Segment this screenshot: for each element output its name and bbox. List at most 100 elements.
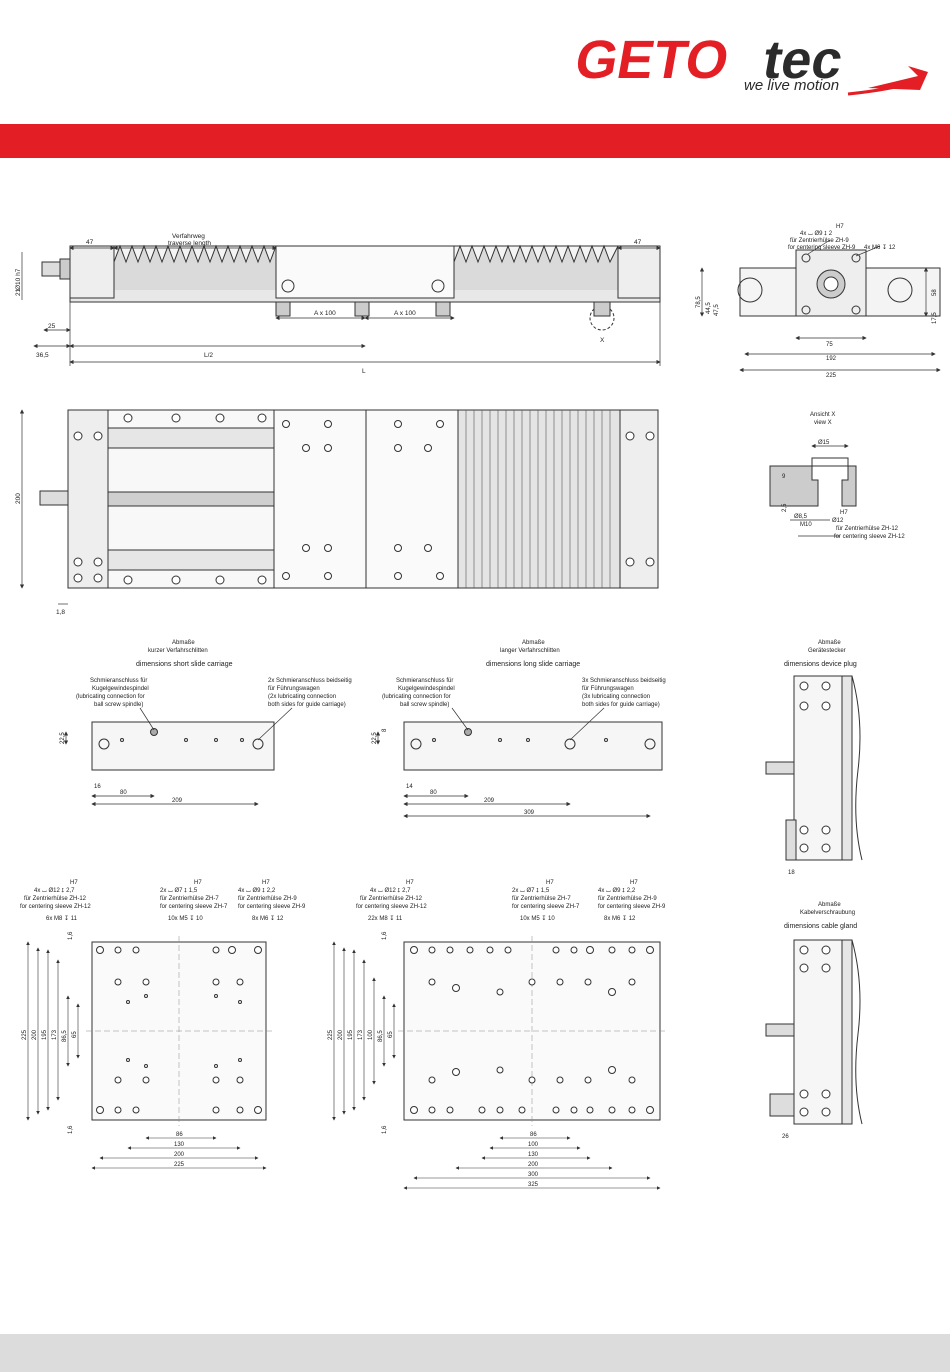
splate-n3-b: für Zentrierhülse ZH-7 — [160, 896, 219, 902]
dim-78-5: 78,5 — [696, 296, 702, 308]
splate-n6: 8x M6 ↧ 12 — [252, 915, 284, 922]
splate-v1-6a: 1,6 — [68, 931, 74, 940]
lplate-n5-a: 4x ⌴ Ø9 ↧ 2,2 — [598, 887, 636, 894]
bellows-label-de: Verfahrweg — [172, 233, 205, 240]
long-d209: 209 — [484, 798, 495, 804]
short-n2-c: (2x lubricating connection — [268, 694, 336, 700]
short-title-de1: Abmaße — [172, 640, 195, 646]
detail-d9: 9 — [782, 474, 786, 480]
logo-geto-text: GETO — [571, 29, 734, 90]
splate-n5-a: 4x ⌴ Ø9 ↧ 2,2 — [238, 887, 276, 894]
lplate-h325: 325 — [528, 1182, 539, 1188]
lplate-v65: 65 — [388, 1031, 394, 1038]
splate-v195: 195 — [42, 1029, 48, 1040]
long-d309: 309 — [524, 810, 535, 816]
plan-dim-1-8: 1,8 — [56, 609, 65, 616]
lplate-n6: 8x M6 ↧ 12 — [604, 915, 636, 922]
short-plate-holes — [96, 946, 262, 1114]
long-n1-c: (lubricating connection for — [382, 694, 451, 700]
long-d8: 8 — [382, 728, 388, 732]
lplate-n3-b: für Zentrierhülse ZH-7 — [512, 896, 571, 902]
lplate-h86: 86 — [530, 1132, 537, 1138]
dim-ax100-a: A x 100 — [314, 310, 336, 317]
splate-h86: 86 — [176, 1132, 183, 1138]
lplate-v200: 200 — [338, 1029, 344, 1040]
splate-h130: 130 — [174, 1142, 185, 1148]
lplate-n1-b: für Zentrierhülse ZH-12 — [360, 896, 423, 902]
splate-n1-b: für Zentrierhülse ZH-12 — [24, 896, 87, 902]
splate-h7a: H7 — [70, 880, 78, 886]
bellows-label-en: traverse length — [168, 240, 211, 247]
short-n1-c: (lubricating connection for — [76, 694, 145, 700]
lplate-h100: 100 — [528, 1142, 539, 1148]
long-n1-d: ball screw spindle) — [400, 702, 449, 708]
splate-v173: 173 — [52, 1029, 58, 1040]
lplate-n4: 10x M5 ↧ 10 — [520, 915, 555, 922]
plan-view-holes — [73, 413, 655, 585]
splate-n4: 10x M5 ↧ 10 — [168, 915, 203, 922]
dim-shaft: Ø10 h7 — [15, 268, 22, 290]
lplate-h200: 200 — [528, 1162, 539, 1168]
splate-v1-6b: 1,6 — [68, 1125, 74, 1134]
splate-h7b: H7 — [194, 880, 202, 886]
short-n1-a: Schmieranschluss für — [90, 678, 147, 684]
long-d80: 80 — [430, 790, 437, 796]
side-view — [41, 244, 661, 331]
lplate-h7c: H7 — [630, 880, 638, 886]
dim-25: 25 — [48, 323, 56, 330]
long-title-de2: langer Verfahrschlitten — [500, 648, 560, 654]
splate-n1-c: for centering sleeve ZH-12 — [20, 904, 91, 910]
cable-gland-view — [765, 939, 863, 1125]
detail-h7: H7 — [840, 510, 848, 516]
lplate-v86-5: 86,5 — [378, 1030, 384, 1042]
end-note1-h7: H7 — [836, 224, 844, 230]
detail-d12: Ø12 — [832, 518, 844, 524]
long-d22-5: 22,5 — [372, 732, 378, 744]
short-d209: 209 — [172, 798, 183, 804]
splate-v225: 225 — [22, 1029, 28, 1040]
splate-n3-a: 2x ⌴ Ø7 ↧ 1,5 — [160, 887, 198, 894]
plug-title-de1: Abmaße — [818, 640, 841, 646]
short-n1-b: Kugelgewindespindel — [92, 686, 149, 692]
lplate-v225: 225 — [328, 1029, 334, 1040]
dim-47-right: 47 — [634, 239, 642, 246]
end-note1-c: für Zentrierhülse ZH-9 — [790, 238, 849, 244]
long-n2-a: 3x Schmieranschluss beidseitig — [582, 678, 666, 684]
dim-21: 21 — [15, 288, 22, 296]
detail-x-title-en: view X — [814, 420, 832, 426]
lplate-n1-a: 4x ⌴ Ø12 ↧ 2,7 — [370, 887, 411, 894]
lplate-h300: 300 — [528, 1172, 539, 1178]
short-d80: 80 — [120, 790, 127, 796]
long-n1-b: Kugelgewindespindel — [398, 686, 455, 692]
lplate-v100: 100 — [368, 1029, 374, 1040]
detail-d2-5: 2,5 — [782, 503, 788, 512]
gland-title-de2: Kabelverschraubung — [800, 910, 855, 916]
detail-zh12-en: for centering sleeve ZH-12 — [834, 534, 905, 540]
long-n1-a: Schmieranschluss für — [396, 678, 453, 684]
short-d22-5: 22,5 — [60, 732, 66, 744]
header-red-bar — [0, 124, 950, 158]
long-plate-holes — [410, 946, 654, 1114]
long-title-de1: Abmaße — [522, 640, 545, 646]
lplate-h7b: H7 — [546, 880, 554, 886]
long-title-en: dimensions long slide carriage — [486, 661, 580, 668]
dim-l: L — [362, 368, 366, 375]
detail-zh12-de: für Zentrierhülse ZH-12 — [836, 526, 899, 532]
footer-gray-bar — [0, 1334, 950, 1372]
detail-x-title-de: Ansicht X — [810, 412, 835, 418]
end-note1-b: 4x ⌴ Ø9 ↧ 2 — [800, 230, 833, 237]
logo-tagline: we live motion — [744, 77, 839, 94]
long-n2-d: both sides for guide carriage) — [582, 702, 660, 708]
lplate-n1-c: for centering sleeve ZH-12 — [356, 904, 427, 910]
short-d16: 16 — [94, 784, 101, 790]
dim-58: 58 — [932, 289, 938, 296]
splate-n2: 6x M8 ↧ 11 — [46, 915, 78, 922]
splate-n1-a: 4x ⌴ Ø12 ↧ 2,7 — [34, 887, 75, 894]
mark-x: X — [600, 337, 605, 344]
gland-d26: 26 — [782, 1134, 789, 1140]
lplate-v1-6a: 1,6 — [382, 931, 388, 940]
plug-d18: 18 — [788, 870, 795, 876]
detail-d15: Ø15 — [818, 440, 830, 446]
dim-47-left: 47 — [86, 239, 94, 246]
lplate-h130: 130 — [528, 1152, 539, 1158]
